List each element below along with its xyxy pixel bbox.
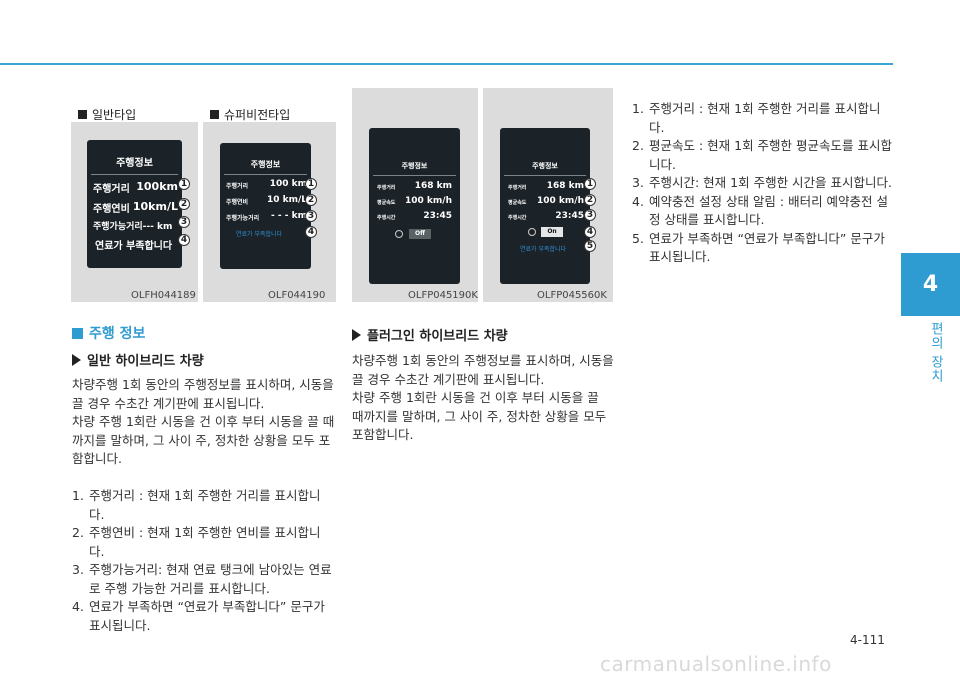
list-item: 4.예약충전 설정 상태 알림 : 배터리 예약충전 설정 상태를 표시합니다. <box>632 193 889 228</box>
page-number: 4-111 <box>850 633 885 647</box>
row-value-efficiency: 10 km/L <box>266 195 307 205</box>
low-fuel-warning: 연료가 부족합니다 <box>520 246 567 253</box>
subheading-general: 일반 하이브리드 차량 <box>72 350 204 369</box>
callout-4: 4 <box>178 234 190 246</box>
top-rule <box>0 63 893 65</box>
divider <box>91 174 178 175</box>
row-label-efficiency: 주행연비 <box>226 199 249 206</box>
general-paragraph-2: 차량 주행 1회란 시동을 건 이후 부터 시동을 끌 때까지를 말하며, 그 … <box>72 414 335 466</box>
row-label-distance: 주행거리 <box>226 183 249 190</box>
row-value-time: 23:45 <box>423 211 452 221</box>
row-value-time: 23:45 <box>555 211 584 221</box>
row-label-range: 주행가능거리 <box>226 215 260 222</box>
panel-tag-supervision: 슈퍼비전타입 <box>210 106 290 123</box>
row-label-distance: 주행거리 <box>377 185 396 191</box>
row-label-range: 주행가능거리--- km <box>93 222 173 232</box>
list-item: 3.주행시간: 현재 1회 주행한 시간을 표시합니다. <box>632 175 893 190</box>
watermark: carmanualsonline.info <box>600 652 832 676</box>
list-item: 1.주행거리 : 현재 1회 주행한 거리를 표시합니다. <box>72 488 321 522</box>
row-value-speed: 100 km/h <box>405 196 452 206</box>
cluster-screen-supervision: 주행정보 주행거리 100 km 주행연비 10 km/L 주행가능거리 - -… <box>220 143 311 269</box>
divider <box>373 175 456 176</box>
list-item: 2.주행연비 : 현재 1회 주행한 연비를 표시합니다. <box>72 525 321 559</box>
row-value-distance: 100km <box>136 180 178 193</box>
callout-5: 5 <box>584 240 596 252</box>
row-value-range: - - - km <box>271 211 307 221</box>
divider <box>504 175 586 176</box>
section-title: 주행 정보 <box>72 323 145 343</box>
row-value-distance: 168 km <box>546 181 584 191</box>
row-label-time: 주행시간 <box>377 215 396 221</box>
callout-4: 4 <box>305 226 317 238</box>
callout-3: 3 <box>584 209 596 221</box>
row-value-distance: 168 km <box>414 181 452 191</box>
screen-title: 주행정보 <box>250 160 281 169</box>
panel-tag-general: 일반타입 <box>78 106 136 123</box>
cluster-screen-general: 주행정보 주행거리 100km 주행연비 10km/L 주행가능거리--- km… <box>87 140 182 268</box>
screen-title: 주행정보 <box>401 162 428 170</box>
image-code-3: OLFP045190K <box>408 290 478 301</box>
image-code-4: OLFP045560K <box>537 290 607 301</box>
chapter-tab: 4 <box>901 253 960 316</box>
callout-1: 1 <box>178 178 190 190</box>
cluster-screen-plugin-off: 주행정보 주행거리 168 km 평균속도 100 km/h 주행시간 23:4… <box>369 128 460 284</box>
row-label-distance: 주행거리 <box>93 184 130 195</box>
callout-2: 2 <box>584 194 596 206</box>
row-value-efficiency: 10km/L <box>132 200 178 213</box>
low-fuel-warning: 연료가 부족합니다 <box>236 231 283 238</box>
charge-schedule-icon <box>528 228 536 236</box>
callout-1: 1 <box>305 178 317 190</box>
row-label-distance: 주행거리 <box>508 185 527 191</box>
plugin-paragraph-2: 차량 주행 1회란 시동을 건 이후 부터 시동을 끌 때까지를 말하며, 그 … <box>352 390 607 442</box>
charge-schedule-toggle: Off <box>409 229 431 239</box>
plugin-paragraph-1: 차량주행 1회 동안의 주행정보를 표시하며, 시동을 끌 경우 수초간 계기판… <box>352 353 614 387</box>
general-list: 1.주행거리 : 현재 1회 주행한 거리를 표시합니다. 2.주행연비 : 현… <box>72 487 335 635</box>
row-label-speed: 평균속도 <box>377 200 396 206</box>
screen-title: 주행정보 <box>532 162 558 170</box>
list-item: 4.연료가 부족하면 “연료가 부족합니다” 문구가 표시됩니다. <box>72 599 325 633</box>
callout-3: 3 <box>178 216 190 228</box>
divider <box>224 174 307 175</box>
callout-1: 1 <box>584 178 596 190</box>
chapter-label: 편의 장치 <box>928 322 943 384</box>
callout-2: 2 <box>178 198 190 210</box>
screen-title: 주행정보 <box>116 158 153 169</box>
row-label-efficiency: 주행연비 <box>93 204 130 215</box>
row-label-time: 주행시간 <box>508 215 527 221</box>
cluster-screen-plugin-on: 주행정보 주행거리 168 km 평균속도 100 km/h 주행시간 23:4… <box>500 128 590 284</box>
row-label-speed: 평균속도 <box>508 200 527 206</box>
row-value-distance: 100 km <box>269 179 307 189</box>
image-code-2: OLF044190 <box>268 290 326 301</box>
image-code-1: OLFH044189 <box>131 290 196 301</box>
charge-schedule-toggle: On <box>541 227 563 237</box>
callout-4: 4 <box>584 226 596 238</box>
callout-2: 2 <box>305 194 317 206</box>
subheading-plugin: 플러그인 하이브리드 차량 <box>352 325 508 344</box>
low-fuel-warning: 연료가 부족합니다 <box>95 241 173 252</box>
plugin-info-list: 1.주행거리 : 현재 1회 주행한 거리를 표시합니다. 2.평균속도 : 현… <box>632 100 894 267</box>
row-value-speed: 100 km/h <box>537 196 584 206</box>
list-item: 3.주행가능거리: 현재 연료 탱크에 남아있는 연료로 주행 가능한 거리를 … <box>72 562 332 596</box>
list-item: 1.주행거리 : 현재 1회 주행한 거리를 표시합니다. <box>632 101 881 135</box>
list-item: 5.연료가 부족하면 “연료가 부족합니다” 문구가 표시됩니다. <box>632 230 885 265</box>
charge-schedule-icon <box>395 230 403 238</box>
list-item: 2.평균속도 : 현재 1회 주행한 평균속도를 표시합니다. <box>632 138 893 172</box>
general-paragraph-1: 차량주행 1회 동안의 주행정보를 표시하며, 시동을 끌 경우 수초간 계기판… <box>72 377 334 411</box>
callout-3: 3 <box>305 210 317 222</box>
